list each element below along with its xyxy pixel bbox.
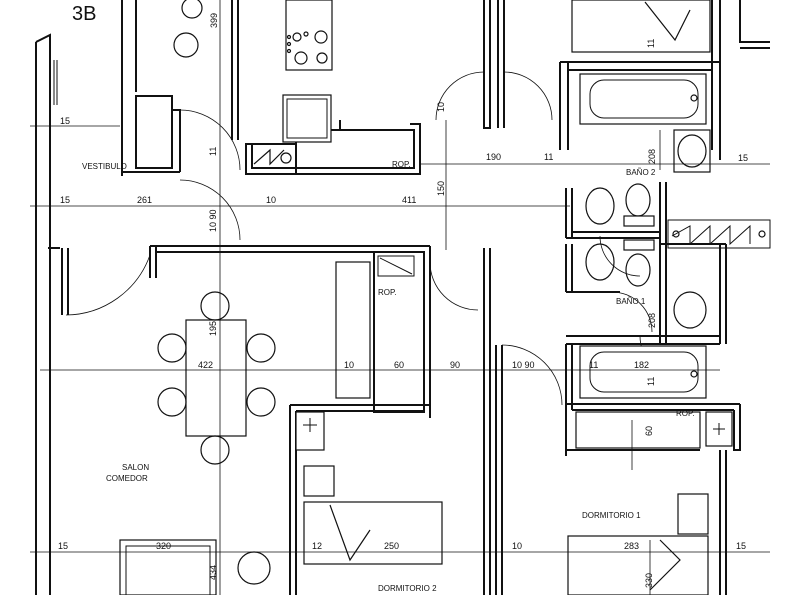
dim-label: 60	[644, 426, 654, 436]
dim-label: 422	[198, 360, 213, 370]
dim-label: 10	[266, 195, 276, 205]
dim-label: 60	[394, 360, 404, 370]
dim-label: 150	[436, 181, 446, 196]
dim-label: 15	[60, 116, 70, 126]
dim-label: 15	[738, 153, 748, 163]
dining-table	[185, 319, 247, 437]
room-dormitorio-2: DORMITORIO 2	[378, 584, 437, 593]
room-bano-2: BAÑO 2	[626, 168, 656, 177]
dim-label: 283	[624, 541, 639, 551]
room-labels: 3B VESTIBULO SALON COMEDOR BAÑO 2 BAÑO 1…	[72, 3, 695, 593]
dim-label: 10 90	[512, 360, 535, 370]
dim-label: 190	[486, 152, 501, 162]
room-rop-kitchen: ROP.	[392, 160, 411, 169]
dim-label: 399	[209, 13, 219, 28]
dim-label: 11	[208, 147, 218, 156]
dim-label: 15	[58, 541, 68, 551]
dim-label: 11	[544, 152, 553, 162]
dim-label: 15	[60, 195, 70, 205]
dim-label: 10	[436, 102, 446, 112]
dim-label: 90	[450, 360, 460, 370]
room-vestibulo: VESTIBULO	[82, 162, 127, 171]
room-dormitorio-1: DORMITORIO 1	[582, 511, 641, 520]
dim-label: 10	[344, 360, 354, 370]
room-rop-right: ROP.	[676, 409, 695, 418]
dim-label: 11	[589, 360, 598, 370]
dim-label: 208	[647, 149, 657, 164]
dim-label: 12	[312, 541, 322, 551]
dim-label: 208	[647, 313, 657, 328]
room-rop-closet: ROP.	[378, 288, 397, 297]
dim-label: 434	[208, 565, 218, 580]
dim-label: 10	[512, 541, 522, 551]
dim-label: 11	[646, 377, 656, 386]
unit-code: 3B	[72, 3, 96, 25]
room-bano-1: BAÑO 1	[616, 297, 646, 306]
dim-label: 330	[644, 573, 654, 588]
dimension-labels: 399 15 11 10 208 190 11 15 150 15 261 10…	[58, 13, 748, 588]
dimension-lines	[30, 0, 770, 595]
dim-label: 261	[137, 195, 152, 205]
dim-label: 250	[384, 541, 399, 551]
dim-label: 15	[736, 541, 746, 551]
dim-label: 182	[634, 360, 649, 370]
walls	[35, 0, 771, 595]
furniture	[119, 0, 766, 595]
dim-label: 11	[646, 39, 656, 48]
dim-label: 195	[208, 321, 218, 336]
dim-label: 320	[156, 541, 171, 551]
doors	[65, 71, 681, 406]
room-comedor: COMEDOR	[106, 474, 148, 483]
dim-label: 411	[402, 195, 416, 205]
room-salon: SALON	[122, 463, 149, 472]
dim-label: 10 90	[208, 209, 218, 232]
